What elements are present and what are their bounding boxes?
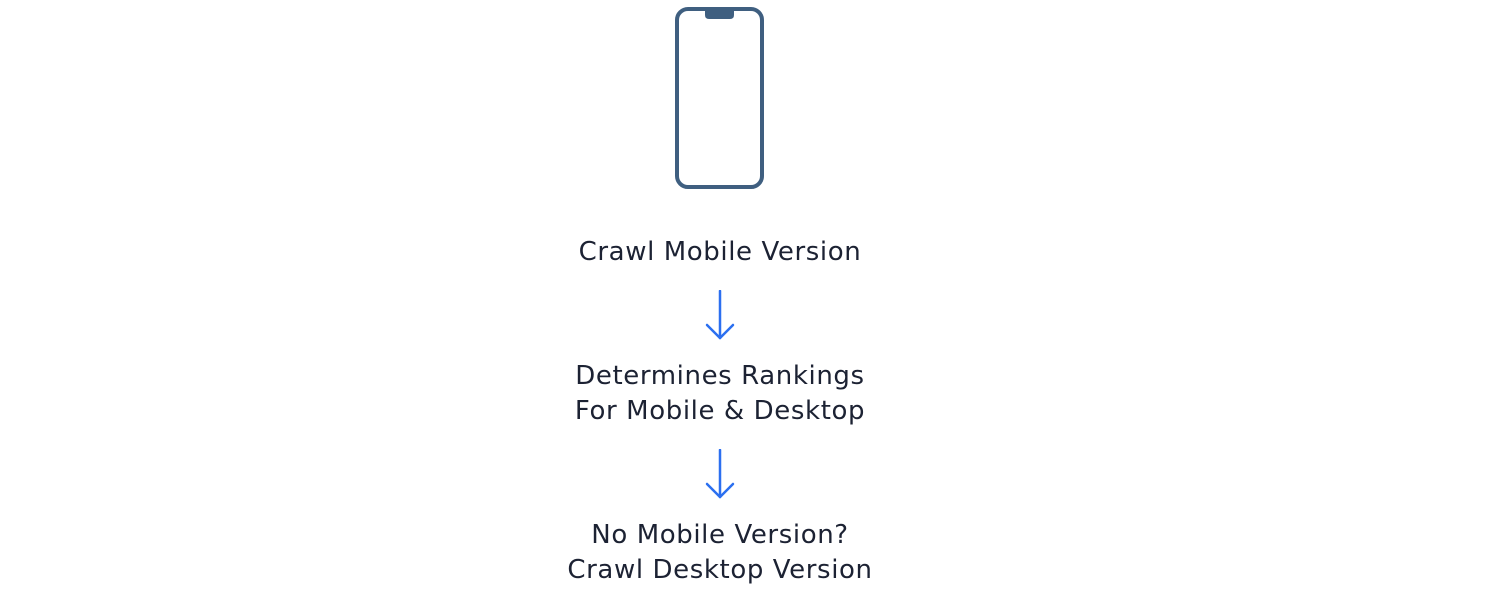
step-text: Crawl Mobile Version: [578, 237, 862, 267]
step-text-line-2: For Mobile & Desktop: [574, 396, 866, 426]
step-text-line-1: No Mobile Version?: [591, 520, 849, 550]
step-crawl-mobile: Crawl Mobile Version: [420, 235, 1020, 270]
down-arrow-icon: [705, 449, 735, 499]
step-text-line-2: Crawl Desktop Version: [567, 555, 873, 585]
step-determines-rankings: Determines Rankings For Mobile & Desktop: [420, 359, 1020, 429]
step-text-line-1: Determines Rankings: [575, 361, 865, 391]
mobile-phone-icon: [675, 7, 764, 189]
step-no-mobile-version: No Mobile Version? Crawl Desktop Version: [420, 518, 1020, 588]
down-arrow-icon: [705, 290, 735, 340]
